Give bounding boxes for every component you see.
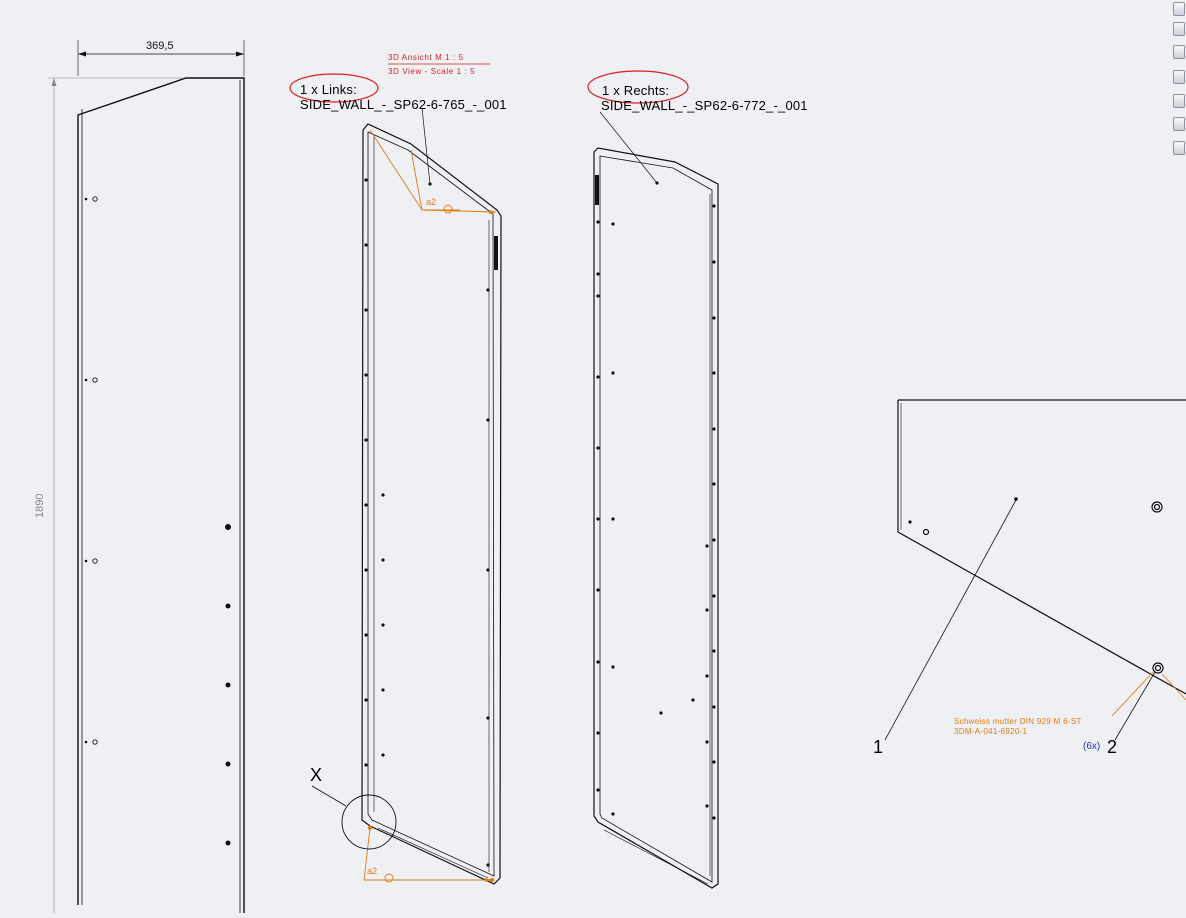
left-qty-highlight <box>289 73 379 103</box>
right-part-holes <box>596 181 716 820</box>
right-part-iso <box>593 147 719 889</box>
weld-symbol-bottom: a2 <box>367 866 378 876</box>
note-line-2: 3DM-A-041-6920-1 <box>954 727 1028 736</box>
detail-view-marks <box>908 497 1018 524</box>
front-view <box>48 40 245 913</box>
width-dimension-label: 369,5 <box>146 40 174 52</box>
right-part-number: SIDE_WALL_-_SP62-6-772_-_001 <box>601 98 808 113</box>
view-title-en: 3D View - Scale 1 : 5 <box>388 67 476 76</box>
detail-view <box>884 399 1186 741</box>
detail-weld-leader <box>1111 671 1186 717</box>
left-part-holes <box>364 178 490 867</box>
view-toolbar <box>1172 0 1186 165</box>
note-line-1: Schweiss mutter DIN 929 M 6-ST <box>954 717 1082 726</box>
view-title-de: 3D Ansicht M 1 : 5 <box>388 53 464 62</box>
right-qty-highlight <box>587 70 689 104</box>
left-weld-leaders <box>363 129 497 883</box>
left-part-iso <box>361 123 502 885</box>
height-dimension-label: 1890 <box>34 493 46 518</box>
folder-icon[interactable] <box>1173 45 1185 59</box>
shield-icon[interactable] <box>1173 22 1185 36</box>
right-leader <box>599 111 658 184</box>
left-qty-label: 1 x Links: <box>300 82 357 97</box>
left-part-number: SIDE_WALL_-_SP62-6-765_-_001 <box>300 97 507 112</box>
target-icon[interactable] <box>1173 70 1185 84</box>
balloon-item-2: 2 <box>1107 737 1118 757</box>
right-qty-label: 1 x Rechts: <box>602 83 670 98</box>
balloon-item-1: 1 <box>873 737 884 757</box>
detail-label: X <box>310 765 323 785</box>
globe-icon[interactable] <box>1173 141 1185 155</box>
list-icon[interactable] <box>1173 94 1185 108</box>
balloon-qty: (6x) <box>1083 741 1101 752</box>
palette-icon[interactable] <box>1173 117 1185 131</box>
document-icon[interactable] <box>1173 2 1185 16</box>
detail-x-circle <box>311 785 397 850</box>
front-view-holes <box>84 196 231 846</box>
weld-symbol-top: a2 <box>426 197 437 207</box>
left-leader <box>421 107 431 185</box>
